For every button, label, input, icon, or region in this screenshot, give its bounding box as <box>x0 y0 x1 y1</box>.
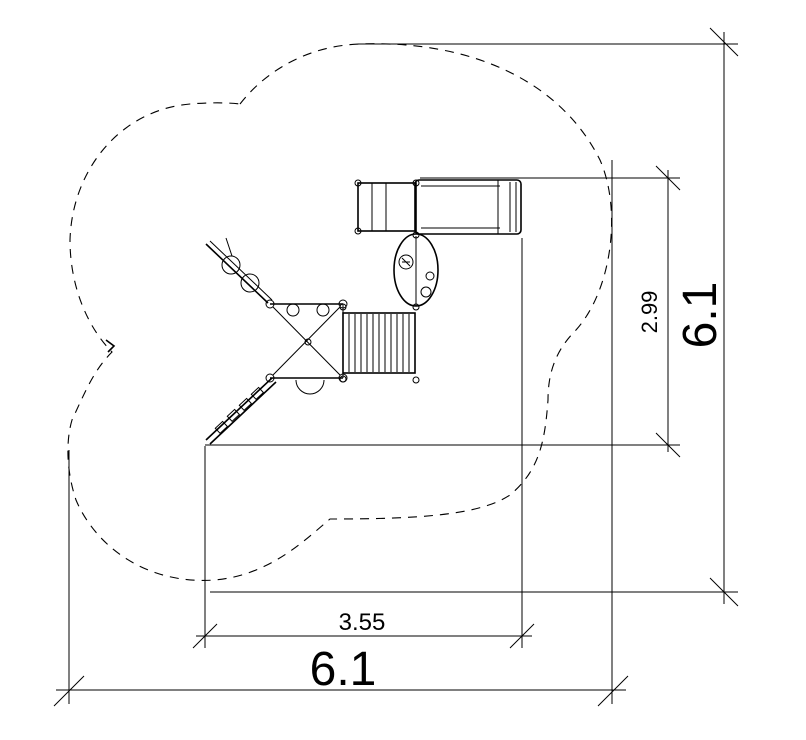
dimension-equipment-depth <box>205 165 681 458</box>
top-platform <box>354 179 420 239</box>
equipment-depth-label: 2.99 <box>637 291 662 334</box>
dimension-overall-depth <box>210 27 739 607</box>
corner-tower <box>265 299 348 395</box>
climbing-pole <box>205 237 273 304</box>
safety-zone-notch <box>105 339 116 353</box>
overall-width-label: 6.1 <box>310 643 377 696</box>
overall-depth-label: 6.1 <box>674 282 727 349</box>
activity-panel <box>393 233 439 307</box>
climbing-ladder <box>205 377 277 445</box>
safety-zone-outline <box>67 43 613 581</box>
bridge <box>339 303 420 384</box>
dimension-equipment-width <box>192 238 535 649</box>
dimension-overall-width <box>53 160 629 707</box>
equipment-width-label: 3.55 <box>339 609 386 636</box>
slide <box>414 179 522 235</box>
